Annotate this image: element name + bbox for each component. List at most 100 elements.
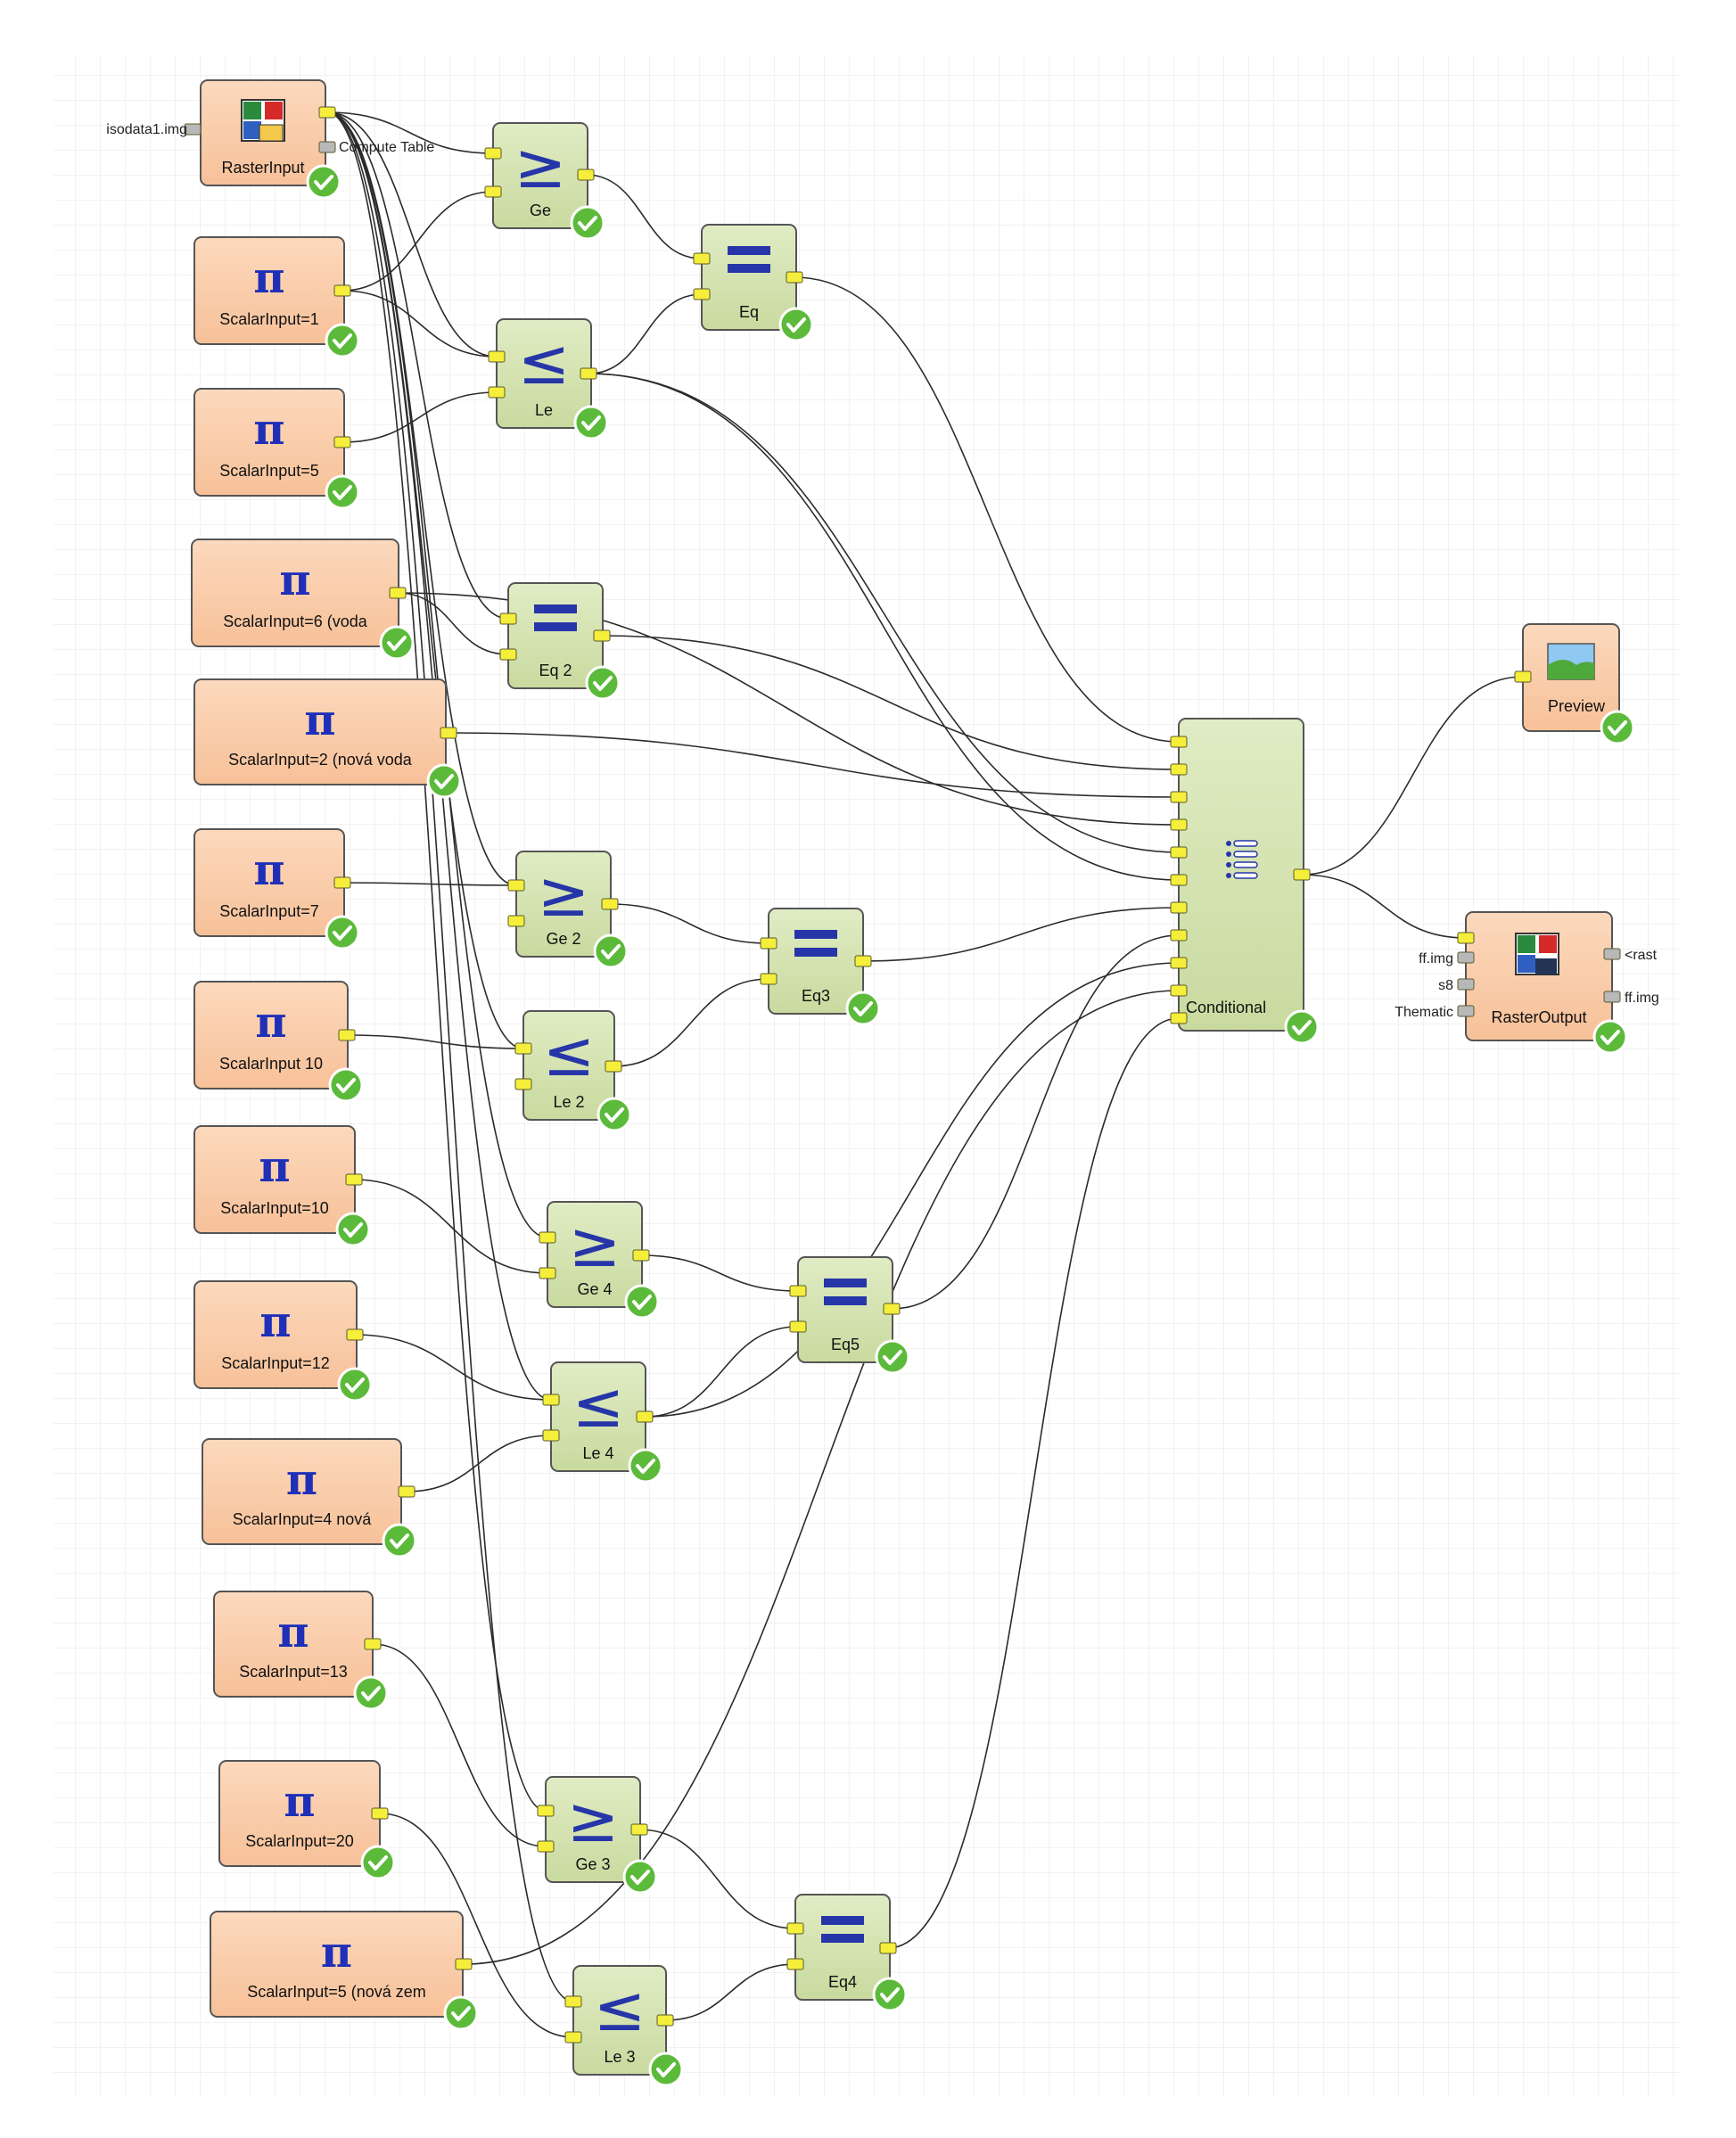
connection-edge-5[interactable] (326, 111, 548, 1238)
connection-edge-25[interactable] (644, 1326, 799, 1418)
connection-edge-39[interactable] (1301, 676, 1524, 876)
option-port[interactable] (1457, 1005, 1475, 1017)
connection-edge-10[interactable] (341, 290, 498, 358)
output-port[interactable] (318, 106, 336, 119)
connection-edge-40[interactable] (1301, 874, 1467, 939)
connection-edge-22[interactable] (609, 903, 769, 944)
compute-table-port[interactable] (318, 141, 336, 153)
connection-edge-23[interactable] (613, 978, 769, 1067)
output-port[interactable] (389, 587, 407, 599)
input-port[interactable] (514, 1042, 532, 1055)
connection-edge-32[interactable] (588, 373, 1180, 853)
input-port[interactable] (1170, 929, 1188, 942)
output-port[interactable] (333, 436, 351, 448)
node-le2[interactable]: ≤Le 2 (514, 1010, 632, 1132)
node-preview[interactable]: Preview (1514, 623, 1635, 745)
input-port[interactable] (789, 1285, 807, 1297)
input-port[interactable] (499, 613, 517, 625)
connection-edge-19[interactable] (379, 1813, 574, 2038)
input-port[interactable] (539, 1231, 556, 1244)
output-port[interactable] (656, 2014, 674, 2027)
node-eq5[interactable]: Eq5 (789, 1256, 910, 1375)
input-port[interactable] (1170, 763, 1188, 776)
input-port[interactable] (542, 1394, 560, 1406)
output-port[interactable] (333, 876, 351, 889)
connection-edge-35[interactable] (891, 934, 1180, 1310)
input-port[interactable] (693, 288, 711, 300)
connection-edge-30[interactable] (448, 732, 1180, 798)
node-eq4[interactable]: Eq4 (786, 1894, 908, 2012)
input-port[interactable] (1170, 957, 1188, 969)
input-port[interactable] (507, 915, 525, 927)
input-port[interactable] (488, 386, 506, 399)
connection-edge-7[interactable] (326, 111, 547, 1812)
connection-edge-37[interactable] (463, 990, 1180, 1965)
connection-edge-29[interactable] (601, 635, 1180, 770)
connection-edge-8[interactable] (326, 111, 574, 2002)
input-port[interactable] (1170, 846, 1188, 859)
input-port[interactable] (1170, 791, 1188, 803)
connection-edge-14[interactable] (346, 1034, 524, 1049)
output-port[interactable] (593, 629, 611, 642)
connection-edge-0[interactable] (326, 111, 494, 154)
connection-edge-17[interactable] (406, 1435, 552, 1492)
input-port[interactable] (484, 185, 502, 198)
connection-edge-33[interactable] (588, 373, 1180, 881)
output-port[interactable] (345, 1173, 363, 1186)
option-port[interactable] (1457, 978, 1475, 991)
node-le3[interactable]: ≤Le 3 (564, 1965, 684, 2087)
input-port[interactable] (537, 1840, 555, 1853)
node-eq[interactable]: Eq (693, 224, 814, 342)
output-port[interactable] (364, 1638, 382, 1650)
output-port[interactable] (398, 1485, 415, 1498)
option-port[interactable] (1457, 951, 1475, 964)
output-port[interactable] (630, 1823, 648, 1836)
input-port[interactable] (693, 252, 711, 265)
output-port[interactable] (786, 271, 803, 284)
connection-edge-26[interactable] (638, 1829, 796, 1929)
file-input-port[interactable] (184, 123, 202, 136)
connection-edge-2[interactable] (326, 111, 509, 620)
input-port[interactable] (1170, 901, 1188, 914)
node-eq3[interactable]: Eq3 (760, 908, 881, 1026)
connection-edge-11[interactable] (341, 391, 498, 443)
connection-edge-9[interactable] (341, 191, 494, 292)
output-port[interactable] (580, 367, 597, 380)
connection-edge-1[interactable] (326, 111, 498, 358)
input-port[interactable] (484, 147, 502, 160)
input-port[interactable] (789, 1320, 807, 1333)
connection-edge-27[interactable] (664, 1963, 796, 2021)
input-port[interactable] (564, 2031, 582, 2043)
input-port[interactable] (499, 648, 517, 661)
output-port[interactable] (605, 1060, 622, 1073)
output-port[interactable] (636, 1410, 654, 1423)
output-port[interactable] (1293, 868, 1311, 881)
output-port[interactable] (338, 1029, 356, 1041)
input-port[interactable] (542, 1429, 560, 1442)
input-port[interactable] (537, 1805, 555, 1817)
connection-edge-38[interactable] (887, 1017, 1180, 1949)
connection-edge-21[interactable] (588, 293, 703, 374)
node-ge[interactable]: ≥Ge (484, 122, 605, 241)
option-output-port[interactable] (1603, 991, 1621, 1003)
input-port[interactable] (760, 973, 777, 985)
node-ge3[interactable]: ≥Ge 3 (537, 1776, 658, 1895)
input-port[interactable] (786, 1922, 804, 1935)
connection-edge-18[interactable] (372, 1643, 547, 1847)
input-port[interactable] (760, 937, 777, 950)
connection-edge-36[interactable] (644, 962, 1180, 1418)
input-port[interactable] (514, 1078, 532, 1090)
input-port[interactable] (1170, 984, 1188, 997)
